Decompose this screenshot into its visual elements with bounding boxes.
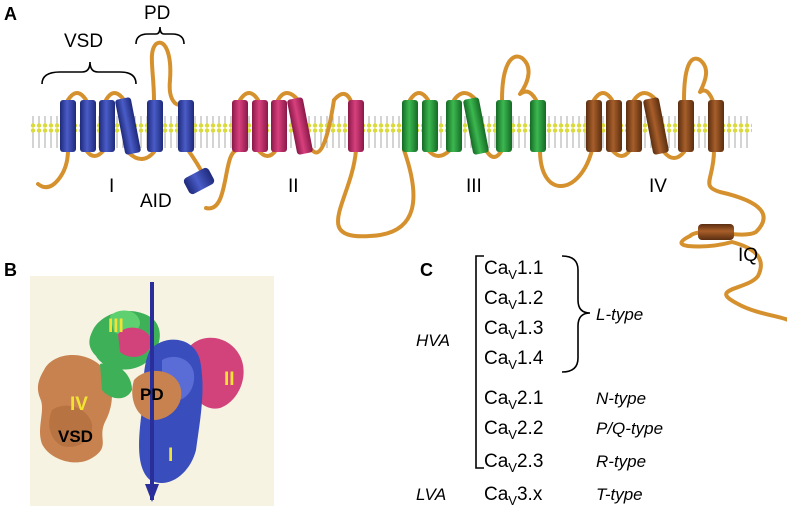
domain-label-ii: II — [288, 176, 299, 197]
channel-name: CaV1.2 — [484, 288, 543, 312]
structure-label-iii: III — [108, 316, 124, 337]
domain-iv-helices — [586, 97, 734, 240]
l-type-brace — [561, 255, 591, 373]
aid-label: AID — [140, 191, 172, 212]
structure-label-i: I — [168, 445, 173, 466]
structure-label-ii: II — [224, 369, 235, 390]
l-type-label: L-type — [596, 305, 643, 324]
iq-label: IQ — [738, 245, 758, 266]
channel-structure-surface — [37, 282, 244, 502]
panel-a-letter: A — [4, 4, 17, 24]
domain-label-i: I — [109, 176, 114, 197]
channel-type-label: N-type — [596, 389, 646, 408]
domain-label-iv: IV — [649, 176, 667, 197]
hva-label: HVA — [416, 331, 450, 350]
channel-name: CaV2.1 — [484, 388, 543, 412]
channel-type-label: T-type — [596, 485, 643, 504]
channel-type-label: R-type — [596, 452, 646, 471]
channel-name: CaV1.3 — [484, 318, 543, 342]
structure-label-iv: IV — [70, 394, 88, 415]
channel-name: CaV1.1 — [484, 258, 543, 282]
channel-name: CaV2.3 — [484, 451, 543, 475]
iq-helix — [698, 224, 734, 240]
domain-label-iii: III — [466, 176, 482, 197]
channel-name: CaV3.x — [484, 484, 543, 508]
vsd-bracket — [41, 61, 137, 85]
channel-name: CaV1.4 — [484, 348, 544, 372]
domain-iii-helices — [402, 97, 546, 155]
structure-label-pd: PD — [140, 385, 164, 404]
pd-bracket — [135, 26, 185, 45]
pd-label: PD — [144, 3, 170, 24]
channel-type-label: P/Q-type — [596, 419, 663, 438]
domain-i-helices — [60, 97, 215, 195]
vsd-label: VSD — [64, 31, 103, 52]
lva-label: LVA — [416, 485, 446, 504]
hva-bracket — [475, 255, 484, 469]
panel-b-letter: B — [4, 260, 17, 280]
channel-name: CaV2.2 — [484, 418, 543, 442]
panel-c-letter: C — [420, 260, 433, 280]
domain-ii-helices — [232, 97, 364, 155]
aid-helix — [183, 167, 215, 195]
structure-label-vsd: VSD — [58, 427, 93, 446]
